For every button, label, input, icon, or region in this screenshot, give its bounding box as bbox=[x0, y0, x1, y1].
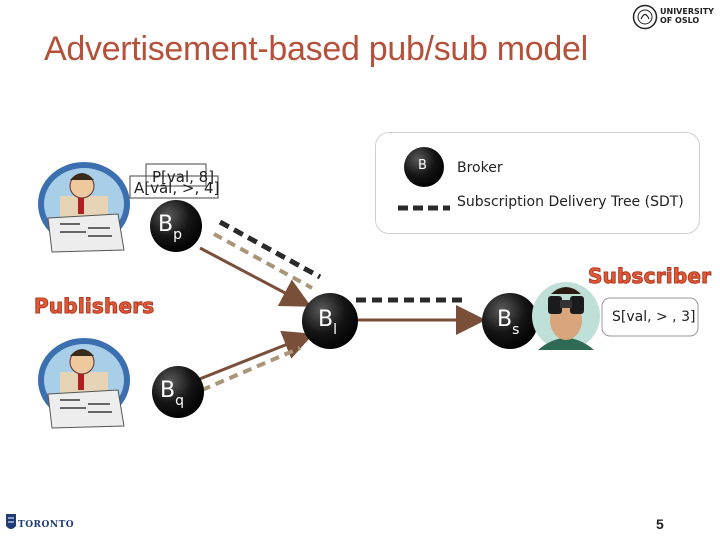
slide-title: Advertisement-based pub/sub model bbox=[44, 30, 588, 68]
broker-bs-sub: s bbox=[512, 322, 520, 338]
oslo-seal-icon bbox=[632, 4, 658, 30]
publication-box bbox=[145, 163, 207, 187]
publisher-icon-top bbox=[38, 162, 130, 253]
legend-broker-node bbox=[404, 147, 444, 187]
toronto-logo-text: TORONTO bbox=[18, 520, 75, 530]
broker-bq-main: B bbox=[160, 378, 176, 403]
publication-label: P[val, 8] bbox=[152, 168, 215, 186]
university-of-oslo-logo bbox=[632, 4, 708, 30]
arrow-bp-to-bl-tan bbox=[213, 232, 313, 290]
subscriber-icon bbox=[532, 282, 600, 350]
publishers-label: Publishers bbox=[33, 294, 155, 319]
sdt-bp-to-bl bbox=[218, 219, 322, 280]
advertisement-box bbox=[129, 175, 219, 199]
subscription-box bbox=[601, 297, 699, 337]
broker-bs-main: B bbox=[497, 307, 513, 332]
arrow-bq-to-bl-tan bbox=[187, 346, 301, 398]
legend-sdt-label: Subscription Delivery Tree (SDT) bbox=[457, 194, 684, 210]
subscription-label: S[val, > , 3] bbox=[612, 309, 696, 325]
broker-bl-node bbox=[302, 293, 358, 349]
oslo-logo-text: UNIVERSITY OF OSLO bbox=[660, 7, 714, 25]
publisher-icon-bottom bbox=[38, 338, 130, 429]
broker-bs-node bbox=[482, 293, 538, 349]
legend-broker-label: Broker bbox=[457, 160, 503, 176]
broker-bp-sub: p bbox=[173, 227, 182, 243]
broker-bp-label: Bp bbox=[158, 212, 182, 243]
oslo-text-line2: OF OSLO bbox=[660, 16, 700, 25]
legend-broker-symbol: B bbox=[418, 158, 427, 173]
arrow-bq-to-bl-brown bbox=[191, 330, 314, 384]
subscriber-label: Subscriber bbox=[587, 264, 712, 289]
broker-bq-node bbox=[152, 366, 204, 418]
broker-bl-label: Bl bbox=[318, 307, 337, 338]
broker-bl-main: B bbox=[318, 307, 334, 332]
page-number: 5 bbox=[656, 516, 664, 532]
broker-bp-main: B bbox=[158, 212, 174, 237]
broker-bq-sub: q bbox=[175, 393, 184, 409]
broker-bq-label: Bq bbox=[160, 378, 184, 409]
advertisement-label: A[val, >, 4] bbox=[134, 179, 220, 197]
broker-bs-label: Bs bbox=[497, 307, 519, 338]
oslo-text-line1: UNIVERSITY bbox=[660, 7, 714, 16]
arrow-bp-to-bl-brown bbox=[199, 246, 312, 307]
broker-bp-node bbox=[150, 200, 202, 252]
broker-bl-sub: l bbox=[333, 322, 337, 338]
university-of-toronto-crest-icon bbox=[6, 514, 16, 529]
